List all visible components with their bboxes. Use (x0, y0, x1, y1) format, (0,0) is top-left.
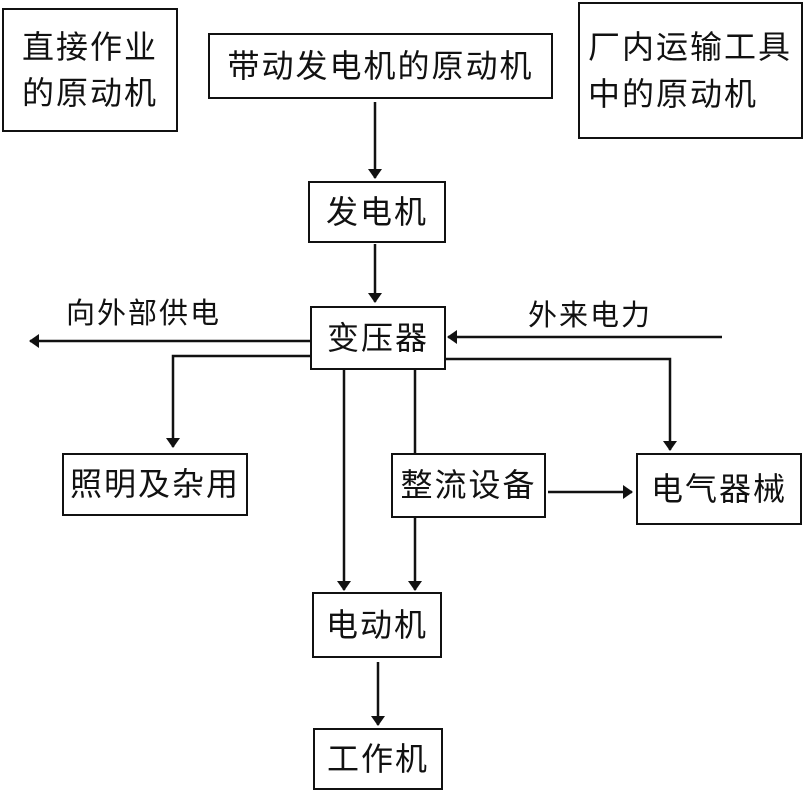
label-external-supply: 向外部供电 (66, 296, 222, 330)
box-motor-text: 电动机 (325, 605, 428, 644)
box-direct-prime-mover-line-1: 直接作业 (21, 27, 158, 66)
box-generator: 发电机 (308, 181, 446, 243)
box-transport-prime-mover: 厂内运输工具 中的原动机 (578, 2, 803, 139)
box-lighting-text: 照明及杂用 (69, 465, 240, 504)
edge-transformer-to-lighting (166, 354, 310, 448)
box-electrical-equipment: 电气器械 (636, 453, 802, 525)
box-direct-prime-mover: 直接作业 的原动机 (2, 8, 178, 132)
box-lighting: 照明及杂用 (62, 453, 248, 516)
box-working-machine: 工作机 (313, 728, 443, 790)
box-transformer: 变压器 (310, 306, 446, 370)
box-generator-prime-mover-text: 带动发电机的原动机 (227, 46, 534, 85)
box-rectifier: 整流设备 (391, 453, 546, 518)
box-motor: 电动机 (312, 592, 442, 658)
box-direct-prime-mover-line-2: 的原动机 (21, 74, 158, 112)
edge-transformer-to-electrical (444, 357, 677, 451)
box-generator-prime-mover: 带动发电机的原动机 (208, 33, 553, 99)
box-generator-text: 发电机 (325, 192, 428, 231)
box-transformer-text: 变压器 (326, 318, 429, 357)
box-rectifier-text: 整流设备 (400, 466, 537, 505)
box-transport-prime-mover-line-2: 中的原动机 (588, 74, 759, 113)
box-electrical-equipment-text: 电气器械 (650, 469, 787, 508)
box-working-machine-text: 工作机 (326, 739, 429, 778)
label-incoming-power: 外来电力 (528, 298, 653, 332)
box-transport-prime-mover-line-1: 厂内运输工具 (588, 28, 793, 67)
